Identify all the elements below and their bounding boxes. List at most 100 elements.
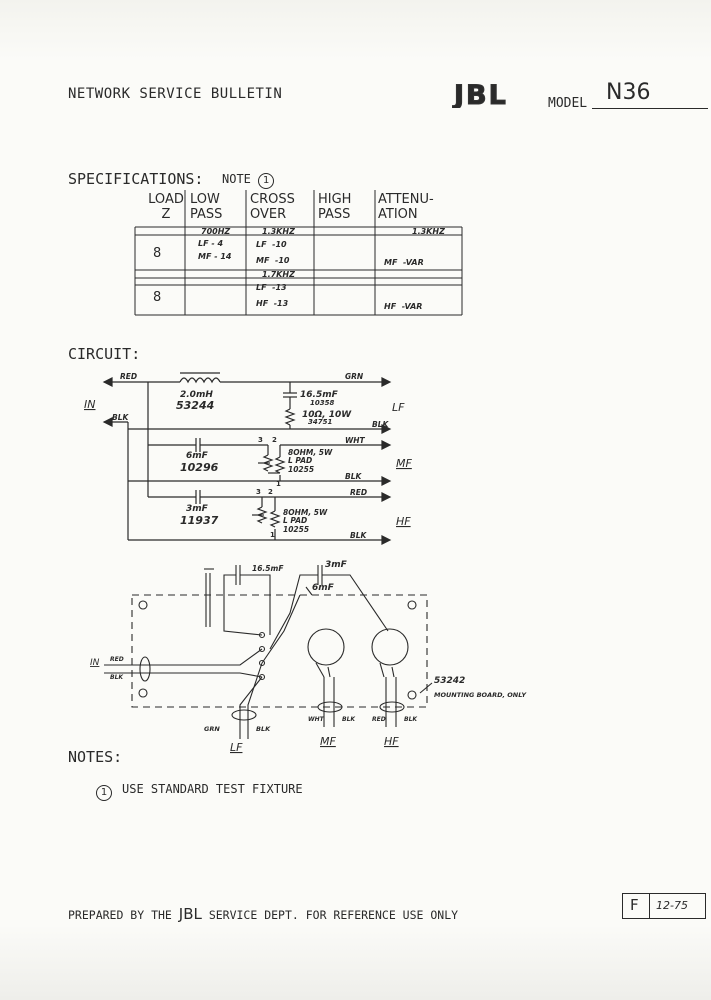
hf-pad-line1: 8OHM, 5W [283, 508, 328, 517]
layout-wire-blk-mf: BLK [342, 716, 356, 723]
spec-table-grid [134, 190, 463, 316]
model-label: MODEL [548, 96, 588, 111]
hf-pad-line2: L PAD [283, 516, 307, 525]
scan-shading-bottom [0, 925, 711, 1000]
specifications-title: SPECIFICATIONS: [68, 170, 204, 188]
layout-input-label: IN [90, 658, 100, 668]
hf-cap-value: 3mF [186, 504, 209, 514]
circuit-output-mf: MF [396, 457, 412, 470]
wire-label-red: RED [120, 372, 137, 381]
layout-wire-wht: WHT [308, 716, 325, 723]
mf-pad-line1: 8OHM, 5W [288, 448, 333, 457]
row2-load: 8 [153, 290, 162, 305]
note-item-number: 1 [96, 780, 112, 801]
lf-cap-part: 10358 [310, 399, 334, 407]
revision-divider [649, 894, 650, 918]
layout-wire-red: RED [110, 656, 124, 663]
col-header-attenuation: ATTENU- ATION [378, 192, 434, 222]
circuit-title: CIRCUIT: [68, 345, 141, 363]
col-header-attenuation-line2: ATION [378, 207, 418, 222]
mf-pad-part: 10255 [288, 465, 314, 474]
wire-label-wht: WHT [345, 436, 366, 445]
wire-label-blk-lf: BLK [372, 420, 389, 429]
layout-cap-lf-label: 16.5mF [252, 564, 284, 573]
layout-wire-blk-hf: BLK [404, 716, 418, 723]
mf-pad-line2: L PAD [288, 456, 312, 465]
col-header-high-pass: HIGH PASS [318, 192, 351, 222]
layout-wire-red-hf: RED [372, 716, 386, 723]
hf-pad-part: 10255 [283, 525, 309, 534]
row2-cross-over-1: LF -13 [256, 283, 287, 292]
circuit-schematic: RED BLK GRN BLK WHT BLK RED BLK 2.0mH 53… [84, 372, 412, 545]
col-header-attenuation-line1: ATTENU- [378, 192, 434, 207]
revision-letter: F [630, 896, 639, 914]
bulletin-title: NETWORK SERVICE BULLETIN [68, 86, 283, 102]
board-part-number: 53242 [434, 676, 465, 686]
layout-wire-blk-lf: BLK [256, 725, 271, 733]
wire-label-red-hf: RED [350, 488, 367, 497]
hf-cap-part: 11937 [180, 514, 219, 527]
lf-res-part: 34751 [308, 418, 332, 426]
col-header-low-pass-line1: LOW [190, 192, 220, 207]
col-header-high-pass-line2: PASS [318, 207, 351, 222]
col-header-cross-over: CROSS OVER [250, 192, 295, 222]
inductor-value: 2.0mH [180, 390, 213, 400]
layout-cap-mf-label: 6mF [312, 583, 335, 593]
notes-title: NOTES: [68, 748, 123, 766]
row2-cross-over-band: 1.7KHZ [262, 270, 295, 279]
wire-label-blk: BLK [112, 413, 129, 422]
col-header-low-pass-line2: PASS [190, 207, 223, 222]
hf-pad-terminal-1: 1 [270, 531, 275, 539]
circuit-input-label: IN [84, 398, 95, 411]
row1-low-pass-2: MF - 14 [198, 252, 232, 261]
footer-prefix: PREPARED BY THE [68, 908, 172, 922]
specifications-note: NOTE 1 [222, 172, 275, 189]
svg-text:JBL: JBL [452, 80, 508, 108]
col-header-cross-over-line2: OVER [250, 207, 287, 222]
mf-cap-part: 10296 [180, 461, 219, 474]
note-prefix: NOTE [222, 172, 251, 186]
wire-label-blk-mf: BLK [345, 472, 362, 481]
col-header-low-pass: LOW PASS [190, 192, 222, 222]
hf-pad-terminal-2: 2 [268, 488, 273, 496]
layout-cap-hf-label: 3mF [325, 560, 348, 570]
footer-line: PREPARED BY THE JBL SERVICE DEPT. FOR RE… [68, 905, 458, 923]
layout-output-lf: LF [230, 741, 243, 754]
col-header-load-line1: LOAD [148, 192, 184, 207]
col-header-high-pass-line1: HIGH [318, 192, 352, 207]
hf-pad-terminal-3: 3 [256, 488, 261, 496]
mf-pad-terminal-2: 2 [272, 436, 277, 444]
row1-attenuation: MF -VAR [384, 258, 424, 267]
revision-date: 12-75 [656, 899, 688, 912]
row1-attenuation-band: 1.3KHZ [412, 227, 445, 236]
mf-pad-terminal-3: 3 [258, 436, 263, 444]
layout-output-hf: HF [384, 735, 399, 748]
lf-cap-value: 16.5mF [300, 390, 339, 400]
inductor-part: 53244 [176, 399, 214, 412]
circuit-output-lf: LF [392, 401, 405, 414]
row1-cross-over-1: LF -10 [256, 240, 287, 249]
model-value: N36 [592, 78, 708, 109]
lf-res-value: 10Ω, 10W [302, 410, 352, 420]
footer-suffix: SERVICE DEPT. FOR REFERENCE USE ONLY [208, 908, 459, 922]
layout-wire-grn: GRN [204, 725, 220, 733]
mf-cap-value: 6mF [186, 451, 209, 461]
jbl-logo: JBL [452, 80, 508, 108]
mf-pad-terminal-1: 1 [276, 480, 281, 488]
circuit-output-hf: HF [396, 515, 411, 528]
revision-box: F 12-75 [622, 893, 706, 919]
row2-attenuation: HF -VAR [384, 302, 423, 311]
layout-output-mf: MF [320, 735, 336, 748]
row1-low-pass-band: 700HZ [201, 227, 231, 236]
col-header-cross-over-line1: CROSS [250, 192, 295, 207]
layout-wire-blk: BLK [110, 674, 124, 681]
col-header-load: LOAD Z [145, 192, 187, 222]
note-item-number-icon: 1 [96, 785, 112, 801]
note-number-icon: 1 [258, 173, 275, 189]
note-item-text: USE STANDARD TEST FIXTURE [122, 782, 303, 796]
wire-label-blk-hf: BLK [350, 531, 367, 540]
row1-cross-over-2: MF -10 [256, 256, 290, 265]
footer-brand: JBL [178, 905, 202, 923]
row1-low-pass-1: LF - 4 [198, 239, 224, 248]
wire-label-grn: GRN [345, 372, 364, 381]
